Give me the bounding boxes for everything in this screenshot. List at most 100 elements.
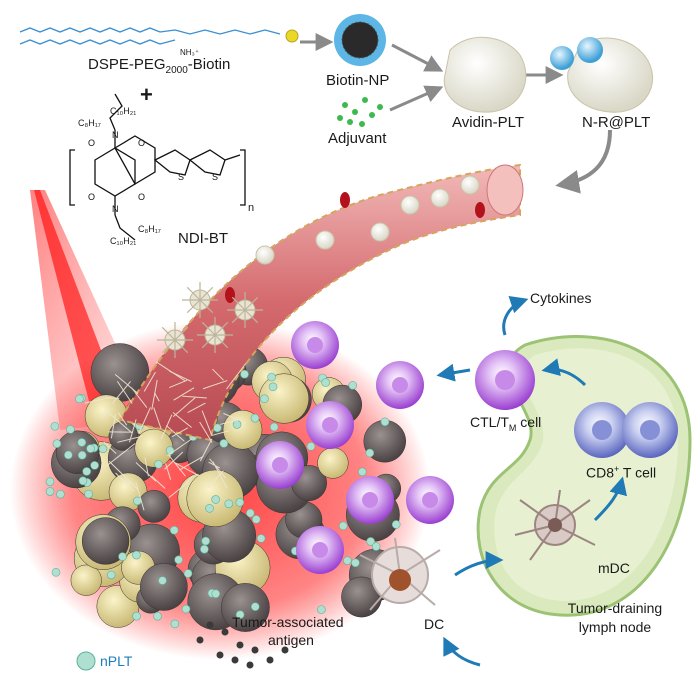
svg-text:S: S bbox=[178, 172, 184, 182]
antigen-dot bbox=[222, 629, 229, 636]
cd8-label: CD8+ T cell bbox=[586, 464, 656, 481]
ctl-cell-tumor-nucleus bbox=[272, 457, 288, 473]
ammonium-label: NH₃⁺ bbox=[180, 48, 199, 57]
nplt-label: nPLT bbox=[100, 653, 132, 669]
antigen-dot bbox=[252, 647, 259, 654]
nplt-particle bbox=[83, 467, 91, 475]
nplt-particle bbox=[200, 545, 208, 553]
antigen-label-line2: antigen bbox=[268, 632, 314, 648]
vessel-platelet bbox=[431, 189, 449, 207]
nplt-particle bbox=[251, 414, 259, 422]
nplt-particle bbox=[46, 488, 54, 496]
nplt-particle bbox=[270, 423, 278, 431]
node-label-line1: Tumor-draining bbox=[555, 600, 675, 616]
chain-c10-top: C₁₀H₂₁ bbox=[110, 106, 136, 116]
tumor-cell-yellow bbox=[71, 565, 102, 596]
dc-nucleus bbox=[389, 569, 411, 591]
nplt-particle bbox=[75, 395, 83, 403]
nplt-particle bbox=[392, 520, 400, 528]
nplt-particle bbox=[87, 445, 95, 453]
nplt-particle bbox=[107, 571, 115, 579]
nplt-particle bbox=[372, 543, 380, 551]
nplt-particle bbox=[52, 568, 60, 576]
polymer-repeat: n bbox=[248, 202, 254, 214]
nplt-particle bbox=[79, 477, 87, 485]
arrow-ctl-to-tumor bbox=[440, 370, 470, 375]
red-blood-cell bbox=[475, 202, 485, 218]
nplt-particle bbox=[171, 620, 179, 628]
nplt-particle bbox=[91, 461, 99, 469]
nplt-particle bbox=[175, 556, 183, 564]
nplt-particle bbox=[212, 495, 220, 503]
svg-text:O: O bbox=[138, 192, 145, 202]
cytokines-label: Cytokines bbox=[530, 290, 591, 306]
ctl-cell-tumor-nucleus bbox=[392, 377, 408, 393]
ctl-label: CTL/TM cell bbox=[470, 414, 541, 433]
adjuvant-dot bbox=[342, 102, 348, 108]
chain-c8-top: C₈H₁₇ bbox=[78, 118, 101, 128]
nplt-particle bbox=[260, 395, 268, 403]
nplt-particle bbox=[251, 603, 259, 611]
mdc-label: mDC bbox=[598, 560, 630, 576]
nplt-particle bbox=[349, 381, 357, 389]
adjuvant-dot bbox=[352, 109, 358, 115]
nplt-particle bbox=[132, 551, 140, 559]
antigen-dot bbox=[237, 642, 244, 649]
nplt-particle bbox=[64, 451, 72, 459]
avidin-plt-label: Avidin-PLT bbox=[452, 114, 524, 131]
biotin-np-icon bbox=[334, 14, 386, 66]
nplt-particle bbox=[268, 373, 276, 381]
adjuvant-dot bbox=[337, 115, 343, 121]
antigen-dot bbox=[197, 637, 204, 644]
ndi-bt-structure bbox=[70, 94, 245, 240]
vessel-platelet bbox=[461, 176, 479, 194]
activated-platelet bbox=[157, 322, 193, 358]
tumor-cell-dark bbox=[140, 563, 187, 610]
ctl-nucleus bbox=[495, 370, 515, 390]
arrow-adjuvant-to-avidin bbox=[390, 88, 440, 110]
activated-platelet bbox=[197, 317, 233, 353]
antigen-dot bbox=[267, 657, 274, 664]
svg-text:O: O bbox=[88, 138, 95, 148]
adjuvant-icon bbox=[337, 97, 383, 127]
ctl-cell-tumor-nucleus bbox=[422, 492, 438, 508]
nr-plt-np-2 bbox=[550, 46, 574, 70]
antigen-dot bbox=[247, 662, 254, 669]
arrow-to-cytokines bbox=[504, 300, 525, 335]
nplt-particle bbox=[206, 504, 214, 512]
activated-platelet bbox=[227, 292, 263, 328]
nplt-particle bbox=[202, 537, 210, 545]
arrow-antigen-to-dc bbox=[445, 640, 480, 665]
chain-c8-bottom: C₈H₁₇ bbox=[138, 224, 161, 234]
red-blood-cell bbox=[340, 192, 350, 208]
svg-text:O: O bbox=[88, 192, 95, 202]
svg-text:S: S bbox=[212, 172, 218, 182]
cd8-nucleus-2 bbox=[640, 420, 660, 440]
vessel-platelet bbox=[316, 231, 334, 249]
mdc-nucleus bbox=[548, 518, 562, 532]
nplt-particle bbox=[85, 490, 93, 498]
vessel-platelet bbox=[256, 246, 274, 264]
nplt-particle bbox=[182, 605, 190, 613]
nplt-particle bbox=[322, 379, 330, 387]
nplt-particle bbox=[78, 438, 86, 446]
activated-platelet bbox=[182, 282, 218, 318]
adjuvant-label: Adjuvant bbox=[328, 130, 386, 147]
nplt-legend-icon bbox=[77, 652, 95, 670]
red-blood-cell bbox=[225, 287, 235, 303]
nplt-particle bbox=[366, 449, 374, 457]
arrow-np-to-avidin bbox=[392, 45, 440, 70]
plus-sign: + bbox=[140, 82, 153, 108]
cd8-nucleus-1 bbox=[592, 420, 612, 440]
nr-plt-label: N-R@PLT bbox=[582, 114, 650, 131]
nplt-particle bbox=[56, 490, 64, 498]
ctl-cell-tumor-nucleus bbox=[312, 542, 328, 558]
avidin-plt-icon bbox=[444, 37, 526, 112]
nplt-particle bbox=[51, 422, 59, 430]
adjuvant-dot bbox=[359, 121, 365, 127]
nplt-particle bbox=[351, 559, 359, 567]
adjuvant-dot bbox=[377, 104, 383, 110]
nplt-particle bbox=[246, 509, 254, 517]
